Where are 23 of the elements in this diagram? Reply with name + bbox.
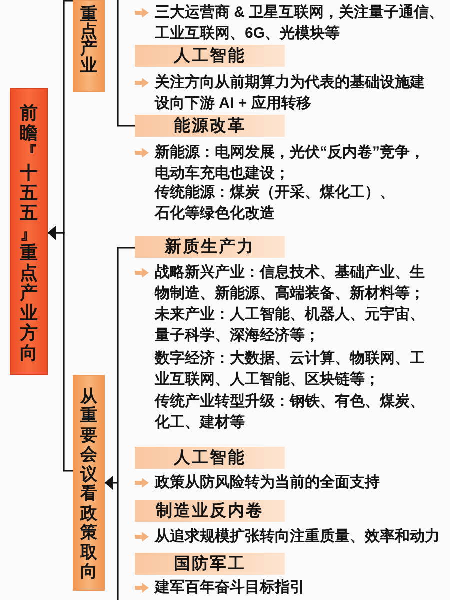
description-text: 关注方向从前期算力为代表的基础设施建设向下游 AI + 应用转移 bbox=[155, 73, 426, 114]
description-text: 传统能源：煤炭（开采、煤化工）、石化等绿色化改造 bbox=[155, 183, 396, 224]
bracket-connector bbox=[117, 0, 135, 127]
description-text: 数字经济：大数据、云计算、物联网、工业互联网、人工智能、区块链等； bbox=[155, 349, 426, 390]
category-box: 重点产业 bbox=[73, 0, 105, 92]
description-text: 从追求规模扩张转向注重质量、效率和动力 bbox=[155, 527, 441, 547]
bracket-connector bbox=[104, 247, 136, 600]
heading-box: 能源改革 bbox=[135, 115, 285, 137]
heading-box: 人工智能 bbox=[135, 447, 285, 469]
heading-box: 人工智能 bbox=[135, 45, 285, 67]
heading-box: 国防军工 bbox=[135, 553, 285, 575]
heading-box: 新质生产力 bbox=[135, 236, 285, 258]
bracket-connector bbox=[48, 226, 73, 472]
description-text: 三大运营商 & 卫星互联网，关注量子通信、工业互联网、6G、光模块等 bbox=[155, 3, 446, 44]
description-text: 传统产业转型升级：钢铁、有色、煤炭、化工、建材等 bbox=[155, 392, 426, 432]
description-text: 战略新兴产业：信息技术、基础产业、生物制造、新能源、高端装备、新材料等； bbox=[155, 263, 426, 304]
description-text: 未来产业：人工智能、机器人、元宇宙、量子科学、深海经济等； bbox=[155, 305, 426, 346]
category-box: 从重要会议看政策取向 bbox=[73, 375, 105, 591]
description-text: 建军百年奋斗目标指引 bbox=[155, 578, 306, 598]
heading-box: 制造业反内卷 bbox=[135, 500, 285, 522]
topic-box: 前瞻『十五五』重点产业方向 bbox=[10, 88, 48, 375]
description-text: 新能源：电网发展，光伏“反内卷”竞争，电动车充电也建设； bbox=[155, 143, 426, 184]
description-text: 政策从防风险转为当前的全面支持 bbox=[155, 473, 381, 493]
